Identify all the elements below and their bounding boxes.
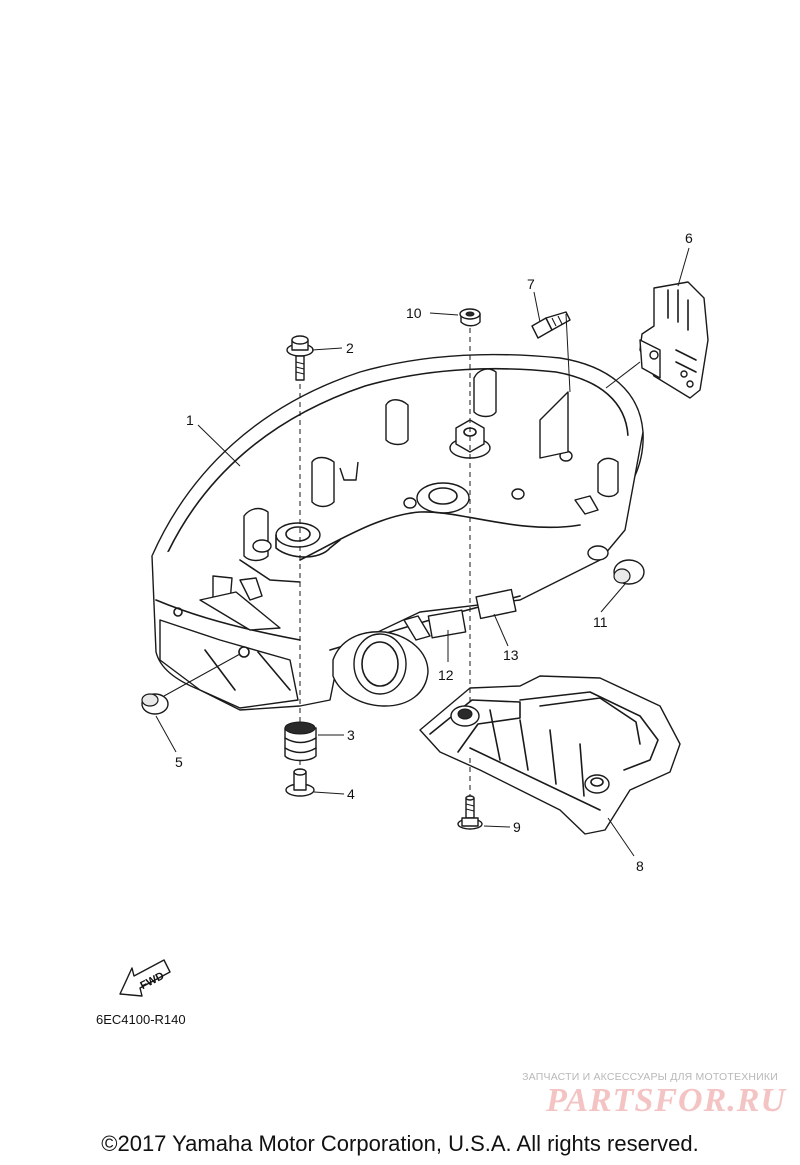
bottom-cowling-part-1 [151,353,644,711]
handle-part-8 [419,675,681,835]
collar-part-4 [285,768,315,797]
callout-5: 5 [175,754,183,770]
watermark-logo: PARTSFOR.RU [546,1082,786,1119]
screw-part-7 [531,311,571,339]
drawing-code: 6EC4100-R140 [96,1012,186,1027]
callout-12: 12 [438,667,454,683]
callout-11: 11 [593,614,608,630]
callout-2: 2 [346,340,354,356]
assembly-axis-lines [299,313,571,796]
forward-direction-arrow: FWD [119,959,171,997]
callout-8: 8 [636,858,644,874]
callout-4: 4 [347,786,355,802]
callout-6: 6 [685,230,693,246]
callout-3: 3 [347,727,355,743]
callout-9: 9 [513,819,521,835]
callout-7: 7 [527,276,535,292]
damper-part-3 [284,721,317,762]
leader-lines [155,247,690,857]
callout-13: 13 [503,647,519,663]
grommet-part-5 [141,693,169,715]
bracket-part-6 [639,281,709,399]
callout-10: 10 [406,305,422,321]
callout-labels: 1 2 3 4 5 6 7 8 9 10 11 12 13 [175,230,693,874]
watermark-caption: ЗАПЧАСТИ И АКСЕССУАРЫ ДЛЯ МОТОТЕХНИКИ [522,1071,778,1083]
bolt-part-9 [457,795,483,830]
callout-1: 1 [186,412,194,428]
bolt-part-2 [286,335,314,381]
copyright-notice: ©2017 Yamaha Motor Corporation, U.S.A. A… [101,1131,699,1156]
grommet-part-11 [613,559,645,585]
